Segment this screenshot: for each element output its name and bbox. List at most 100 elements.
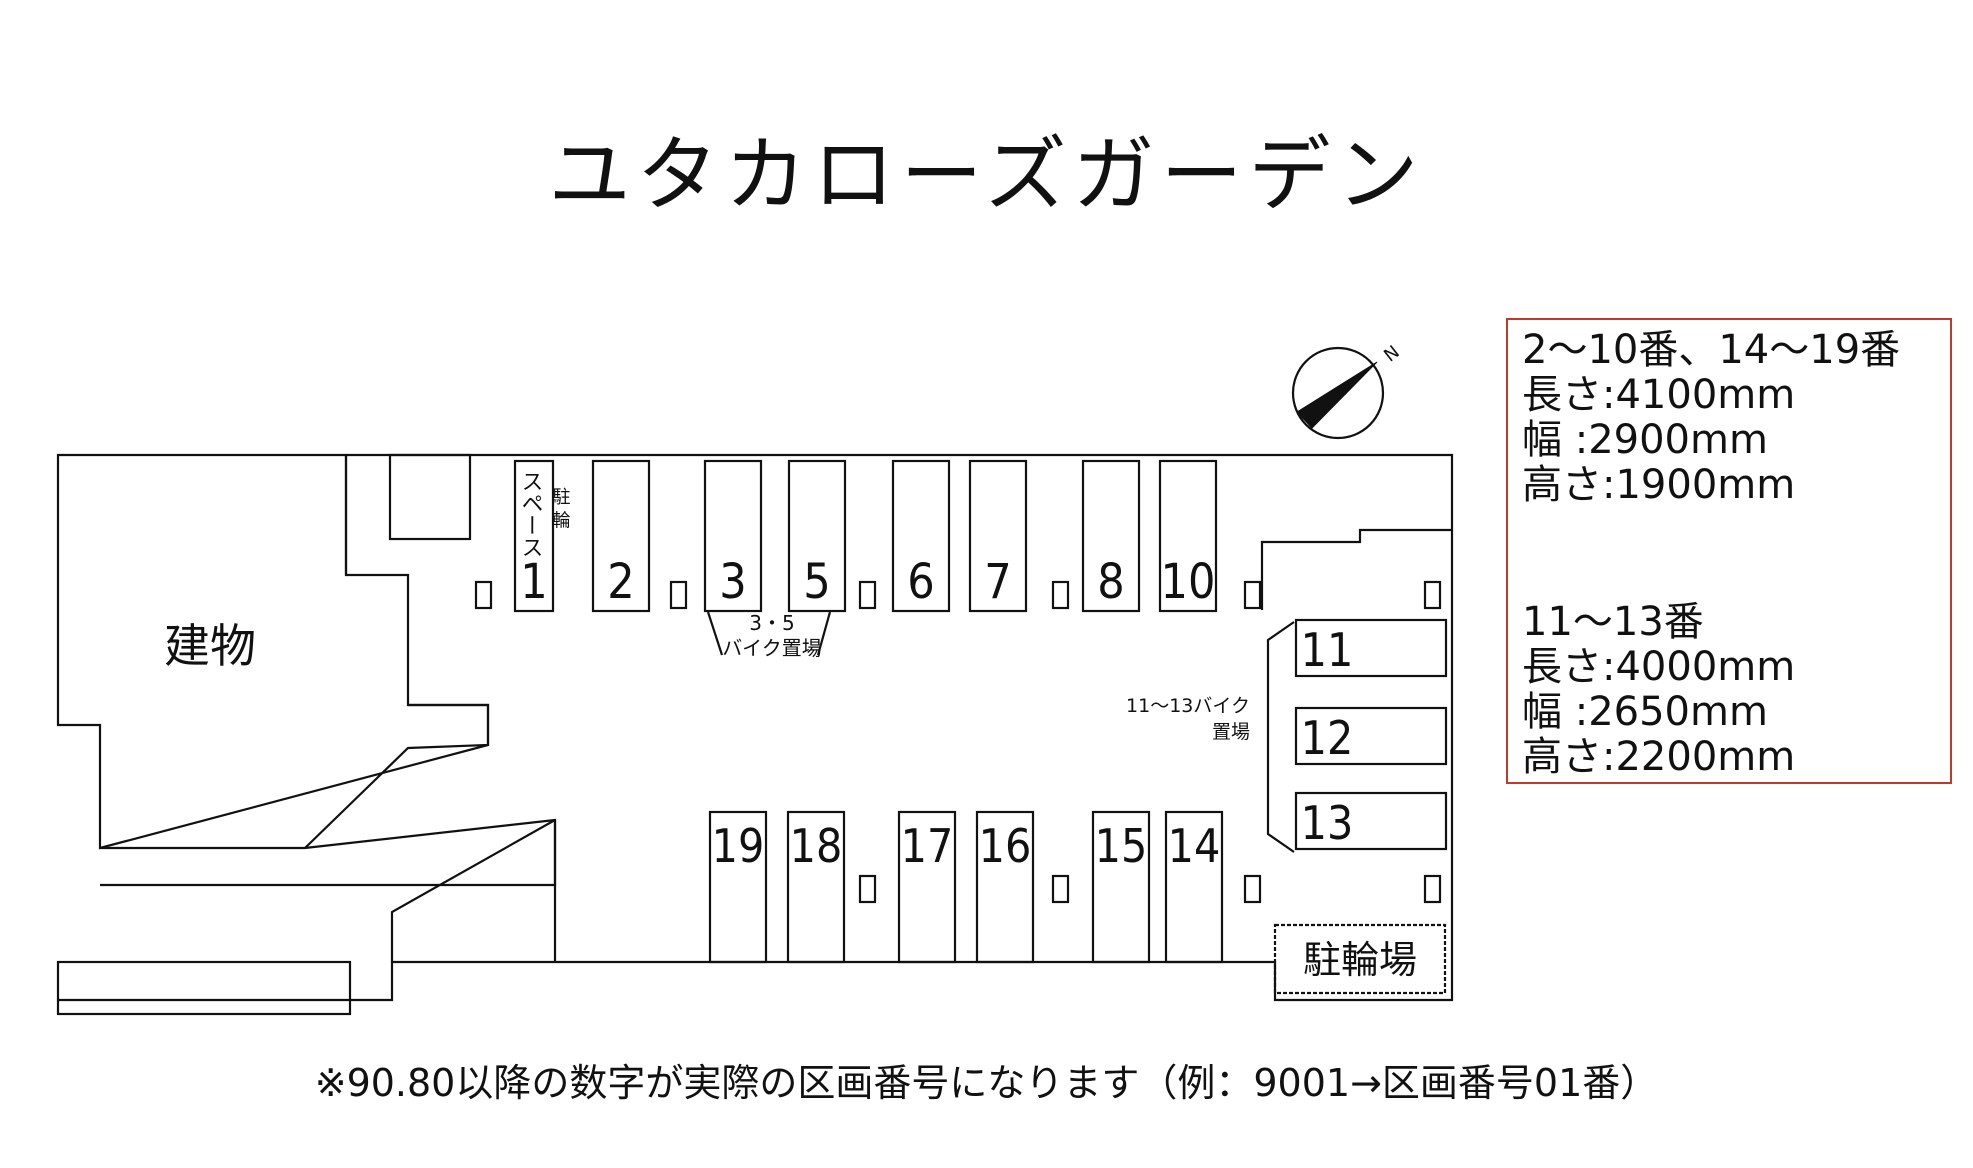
right-wall xyxy=(1260,528,1452,610)
parking-space-outline xyxy=(975,810,1035,964)
pillar xyxy=(1051,874,1070,904)
parking-space-16: 16 xyxy=(975,810,1035,964)
spec-group-1: 2～10番、14～19番 長さ:4100mm 幅 :2900mm 高さ:1900… xyxy=(1522,328,1936,508)
parking-space-outline xyxy=(703,459,763,613)
parking-space-outline xyxy=(1091,810,1151,964)
parking-space-outline xyxy=(708,810,768,964)
pillar xyxy=(669,580,688,610)
parking-space-outline xyxy=(968,459,1028,613)
parking-space-number: 6 xyxy=(907,554,934,610)
pillar xyxy=(858,580,877,610)
spec-group-1-height: 高さ:1900mm xyxy=(1522,462,1796,508)
footnote: ※90.80以降の数字が実際の区画番号になります（例：9001→区画番号01番） xyxy=(314,1061,1659,1105)
bike-area-35-bracket xyxy=(706,611,832,656)
parking-space-number: 12 xyxy=(1301,711,1354,765)
parking-space-outline xyxy=(513,459,555,613)
parking-space-outline xyxy=(1294,618,1448,678)
dimension-spec-box: 2～10番、14～19番 長さ:4100mm 幅 :2900mm 高さ:1900… xyxy=(1506,318,1952,784)
parking-space-number: 16 xyxy=(979,819,1032,873)
pillar xyxy=(1243,874,1262,904)
parking-space-outline xyxy=(1164,810,1224,964)
compass-needle-icon xyxy=(1296,361,1378,429)
parking-space-8: 8 xyxy=(1081,459,1141,613)
parking-space-outline xyxy=(591,459,651,613)
bike-space-label-top: 駐 輪 xyxy=(550,487,571,529)
pillar xyxy=(1243,580,1262,610)
parking-space-outline xyxy=(891,459,951,613)
spec-group-2-length: 長さ:4000mm xyxy=(1522,644,1796,690)
small-structure xyxy=(388,453,472,541)
parking-space-outline xyxy=(786,810,846,964)
pillars xyxy=(474,580,1442,904)
parking-space-number: 8 xyxy=(1097,554,1124,610)
parking-space-number: 11 xyxy=(1301,623,1354,677)
parking-space-10: 10 xyxy=(1158,459,1218,613)
parking-space-outline xyxy=(1294,706,1448,766)
parking-space-outline xyxy=(1081,459,1141,613)
spec-group-2-heading: 11～13番 xyxy=(1522,599,1704,645)
building-label: 建物 xyxy=(164,619,256,673)
parking-space-17: 17 xyxy=(897,810,957,964)
right-parking-column: 11 12 13 xyxy=(1294,618,1448,851)
parking-space-outline xyxy=(897,810,957,964)
spec-group-2-width: 幅 :2650mm xyxy=(1522,689,1768,735)
pillar xyxy=(1423,580,1442,610)
parking-space-12: 12 xyxy=(1294,706,1448,766)
parking-space-outline xyxy=(1294,791,1448,851)
north-compass: N xyxy=(1291,342,1404,440)
compass-label: N xyxy=(1380,342,1404,367)
parking-space-1: 1 xyxy=(513,459,555,613)
parking-space-outline xyxy=(787,459,847,613)
bike-area-11-13-line1: 11～13バイク xyxy=(1126,695,1250,717)
building-wall xyxy=(304,455,490,849)
bike-area-11-13-bracket xyxy=(1266,621,1295,853)
parking-space-7: 7 xyxy=(968,459,1028,613)
parking-space-number: 2 xyxy=(607,554,634,610)
spec-group-1-heading: 2～10番、14～19番 xyxy=(1522,327,1901,373)
parking-space-3: 3 xyxy=(703,459,763,613)
parking-space-number: 10 xyxy=(1161,554,1216,610)
pillar xyxy=(1051,580,1070,610)
spec-group-2: 11～13番 長さ:4000mm 幅 :2650mm 高さ:2200mm xyxy=(1522,600,1936,780)
parking-space-13: 13 xyxy=(1294,791,1448,851)
parking-space-number: 15 xyxy=(1095,819,1148,873)
spec-group-2-height: 高さ:2200mm xyxy=(1522,734,1796,780)
pillar xyxy=(1423,874,1442,904)
parking-space-number: 3 xyxy=(719,554,746,610)
building-outline xyxy=(56,453,490,850)
parking-space-19: 19 xyxy=(708,810,768,964)
parking-space-5: 5 xyxy=(787,459,847,613)
bottom-parking-row: 19 18 17 16 15 14 xyxy=(708,810,1224,964)
parking-space-11: 11 xyxy=(1294,618,1448,678)
compass-circle xyxy=(1291,346,1385,440)
pillar xyxy=(858,874,877,904)
bike-area-35-line2: バイク置場 xyxy=(722,636,822,660)
bike-area-35-line1: 3・5 xyxy=(749,611,794,635)
parking-space-number: 18 xyxy=(790,819,843,873)
parking-space-number: 1 xyxy=(520,554,547,610)
parking-space-number: 13 xyxy=(1301,796,1354,850)
spec-group-1-length: 長さ:4100mm xyxy=(1522,372,1796,418)
parking-space-14: 14 xyxy=(1164,810,1224,964)
page-title: ユタカローズガーデン xyxy=(548,128,1425,223)
lower-left-strip xyxy=(56,960,352,1016)
bike-space-label-side: スペース xyxy=(518,470,543,558)
pillar xyxy=(474,580,493,610)
site-outline-left xyxy=(390,819,557,962)
bicycle-parking-box xyxy=(1273,923,1447,995)
parking-space-6: 6 xyxy=(891,459,951,613)
parking-space-number: 5 xyxy=(803,554,830,610)
bike-area-11-13-line2: 置場 xyxy=(1212,721,1250,743)
parking-space-18: 18 xyxy=(786,810,846,964)
parking-space-number: 14 xyxy=(1168,819,1221,873)
parking-space-2: 2 xyxy=(591,459,651,613)
parking-space-number: 19 xyxy=(712,819,765,873)
parking-space-outline xyxy=(1158,459,1218,613)
bicycle-parking-label: 駐輪場 xyxy=(1303,938,1417,982)
parking-space-15: 15 xyxy=(1091,810,1151,964)
parking-space-number: 7 xyxy=(984,554,1011,610)
parking-space-number: 17 xyxy=(901,819,954,873)
spec-group-1-width: 幅 :2900mm xyxy=(1522,417,1768,463)
